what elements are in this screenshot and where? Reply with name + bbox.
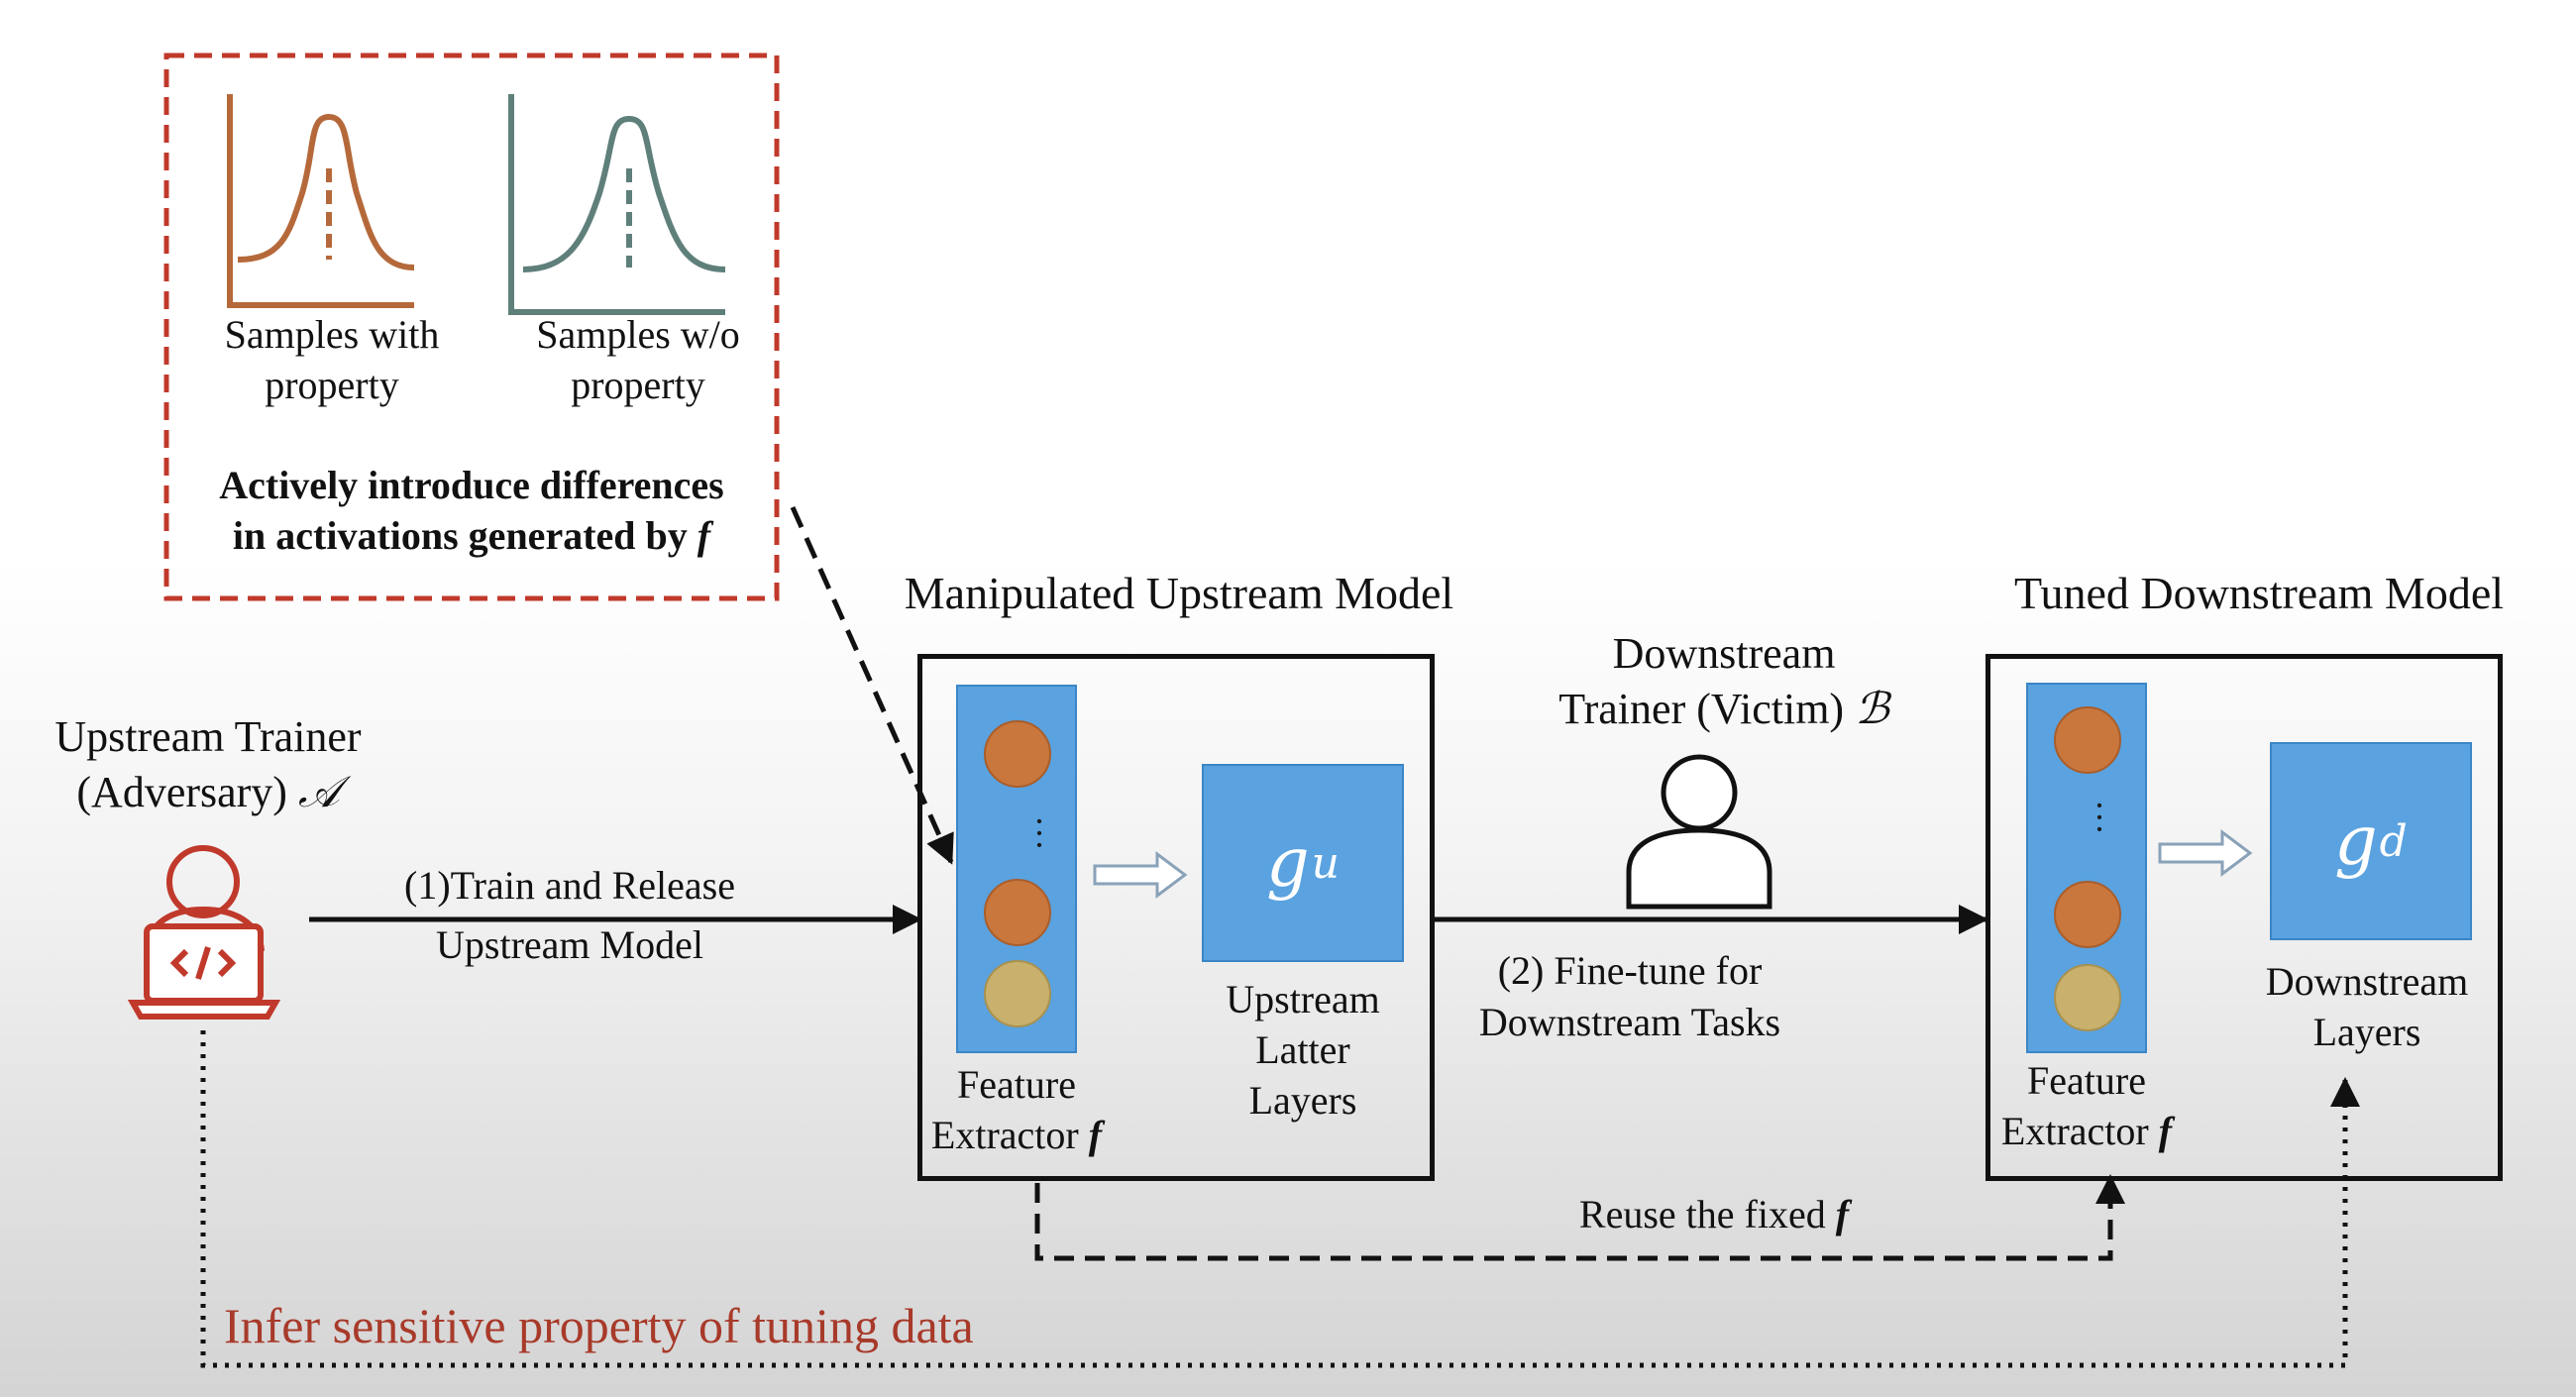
downstream-g-sub: d: [2379, 815, 2408, 867]
fine-tune-line1: (2) Fine-tune for: [1497, 948, 1763, 993]
inset-box: [163, 53, 780, 601]
adversary-symbol: 𝒜: [297, 767, 340, 818]
victim-line2-row: Trainer (Victim) ℬ: [1506, 682, 1942, 737]
adversary-line2-row: (Adversary) 𝒜: [20, 765, 396, 820]
downstream-fe-symbol: f: [2158, 1109, 2173, 1154]
downstream-neuron-2: [2054, 881, 2121, 948]
upstream-latter-line3: Layers: [1248, 1078, 1357, 1124]
downstream-fe-line2: Extractor: [2000, 1109, 2149, 1154]
adversary-coder-icon: [127, 845, 281, 1020]
upstream-vdots-icon: ···: [1033, 802, 1045, 865]
upstream-fe-symbol: f: [1088, 1113, 1103, 1158]
downstream-fe-line1: Feature: [2027, 1058, 2146, 1103]
upstream-neuron-3: [984, 960, 1051, 1027]
upstream-g-sub: u: [1311, 837, 1340, 889]
upstream-fe-label: Feature Extractor f: [922, 1059, 1111, 1160]
upstream-neuron-2: [984, 879, 1051, 946]
inset-caption-symbol: f: [697, 513, 711, 559]
inset-caption-line1: Actively introduce differences: [219, 463, 724, 507]
inset-caption-line2-text: in activations generated by: [232, 513, 688, 559]
distribution-with-property-icon: [227, 94, 415, 308]
train-release-label: (1)Train and Release Upstream Model: [367, 860, 773, 971]
victim-line2: Trainer (Victim): [1558, 685, 1845, 734]
upstream-flow-arrow-icon: [1093, 851, 1188, 899]
upstream-latter-label: Upstream Latter Layers: [1190, 974, 1416, 1127]
reuse-extractor-dashed-path: [1034, 1174, 2125, 1261]
victim-symbol: ℬ: [1855, 684, 1889, 735]
victim-person-icon: [1626, 754, 1772, 910]
with-property-label: Samples with property: [224, 312, 440, 408]
train-release-line2: Upstream Model: [436, 922, 703, 967]
upstream-g-symbol: g: [1266, 823, 1310, 903]
upstream-feature-extractor: ···: [956, 685, 1077, 1053]
upstream-neuron-1: [984, 720, 1051, 788]
reuse-label: Reuse the fixed f: [1546, 1189, 1882, 1239]
victim-label: Downstream Trainer (Victim) ℬ: [1506, 626, 1942, 738]
downstream-layers-line1: Downstream: [2265, 959, 2469, 1004]
infer-dotted-path: [200, 1030, 2360, 1368]
fine-tune-line2: Downstream Tasks: [1478, 1000, 1781, 1044]
inset-caption: Actively introduce differences in activa…: [178, 460, 765, 561]
downstream-vdots-icon: ···: [2093, 786, 2105, 849]
upstream-model-title: Manipulated Upstream Model: [904, 568, 1454, 618]
fine-tune-label: (2) Fine-tune for Downstream Tasks: [1447, 945, 1813, 1048]
inset-caption-line2: in activations generated by f: [178, 510, 765, 561]
downstream-fe-line2-row: Extractor f: [1992, 1106, 2181, 1156]
downstream-fe-label: Feature Extractor f: [1992, 1055, 2181, 1156]
reuse-text: Reuse the fixed: [1578, 1192, 1826, 1236]
adversary-line2: (Adversary): [76, 768, 287, 817]
upstream-latter-line1: Upstream: [1226, 977, 1380, 1021]
inset-to-extractor-arrow: [790, 505, 954, 865]
upstream-fe-line1: Feature: [957, 1062, 1076, 1107]
downstream-layers-line2: Layers: [2312, 1010, 2421, 1055]
downstream-model-title: Tuned Downstream Model: [2013, 568, 2505, 618]
adversary-label: Upstream Trainer (Adversary) 𝒜: [20, 709, 396, 821]
upstream-latter-line2: Latter: [1255, 1027, 1350, 1073]
victim-line1: Downstream: [1612, 629, 1836, 678]
downstream-g-symbol: g: [2334, 802, 2378, 881]
reuse-symbol: f: [1835, 1192, 1850, 1236]
upstream-fe-line2: Extractor: [930, 1113, 1079, 1158]
distribution-without-property-icon: [508, 94, 726, 315]
downstream-neuron-1: [2054, 706, 2121, 774]
downstream-feature-extractor: ···: [2026, 683, 2147, 1053]
downstream-neuron-3: [2054, 964, 2121, 1031]
downstream-layers-label: Downstream Layers: [2238, 956, 2496, 1057]
without-property-label: Samples w/o property: [536, 312, 740, 408]
infer-label: Infer sensitive property of tuning data: [224, 1298, 974, 1353]
downstream-flow-arrow-icon: [2158, 829, 2253, 877]
adversary-line1: Upstream Trainer: [54, 712, 362, 761]
upstream-fe-line2-row: Extractor f: [922, 1110, 1111, 1160]
train-release-line1: (1)Train and Release: [404, 863, 735, 908]
